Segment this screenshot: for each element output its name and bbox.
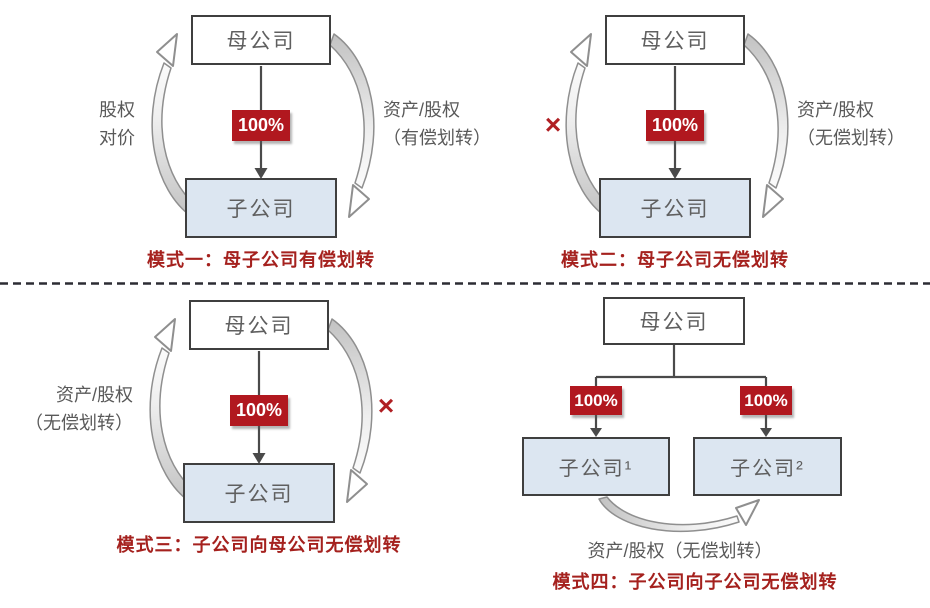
section-divider xyxy=(0,282,930,285)
sideways-transfer-arrow-icon xyxy=(598,496,760,533)
subsidiary-label: 子公司 xyxy=(224,483,294,506)
subsidiary-label: 子公司 xyxy=(226,198,296,221)
cross-mark: × xyxy=(377,390,395,421)
right-arrow-label: 资产/股权 （无偿划转） xyxy=(797,100,905,148)
quadrant-mode-2: 母公司 100% 子公司 × 资产/股权 （无偿划转） 模式二：母子公司无偿划转 xyxy=(465,0,930,283)
ownership-badge-1: 100% xyxy=(570,386,622,415)
parent-company-box: 母公司 xyxy=(605,15,745,65)
quadrant-mode-4: 母公司 100% 100% 子公司¹ 子公司² 资产/股权（无偿划转） 模式四：… xyxy=(465,285,930,608)
subsidiary-2-label: 子公司² xyxy=(730,458,805,480)
subsidiary-1-box: 子公司¹ xyxy=(522,437,670,496)
mode-caption: 模式二：母子公司无偿划转 xyxy=(561,250,789,270)
ownership-badge-2: 100% xyxy=(740,386,792,415)
ownership-badge: 100% xyxy=(230,395,288,426)
parent-company-label: 母公司 xyxy=(224,315,294,338)
subsidiary-2-box: 子公司² xyxy=(693,437,842,496)
parent-company-label: 母公司 xyxy=(640,30,710,53)
subsidiary-label: 子公司 xyxy=(640,198,710,221)
subsidiary-box: 子公司 xyxy=(183,463,335,523)
subsidiary-box: 子公司 xyxy=(185,178,337,238)
mode-caption: 模式三：子公司向母公司无偿划转 xyxy=(116,535,402,555)
parent-company-label: 母公司 xyxy=(226,30,296,53)
parent-company-label: 母公司 xyxy=(639,311,709,334)
cross-mark: × xyxy=(544,109,562,140)
right-arrow-label: 资产/股权 （有偿划转） xyxy=(383,100,491,148)
quadrant-mode-3: 母公司 100% 子公司 资产/股权 （无偿划转） × 模式三：子公司向母公司无… xyxy=(0,285,465,608)
subsidiary-box: 子公司 xyxy=(599,178,751,238)
left-arrow-label: 股权 对价 xyxy=(99,100,135,148)
quadrant-mode-1: 母公司 100% 子公司 股权 对价 资产/股权 （有偿划转） 模式一：母子公司… xyxy=(0,0,491,283)
mode-caption: 模式四：子公司向子公司无偿划转 xyxy=(552,572,838,592)
parent-company-box: 母公司 xyxy=(189,300,329,350)
mode-caption: 模式一：母子公司有偿划转 xyxy=(147,250,375,270)
ownership-badge: 100% xyxy=(646,110,704,141)
subsidiary-1-label: 子公司¹ xyxy=(558,458,634,480)
transfer-label: 资产/股权（无偿划转） xyxy=(587,541,773,561)
parent-company-box: 母公司 xyxy=(603,297,745,345)
left-arrow-label: 资产/股权 （无偿划转） xyxy=(25,385,133,433)
parent-company-box: 母公司 xyxy=(191,15,331,65)
ownership-badge: 100% xyxy=(232,110,290,141)
